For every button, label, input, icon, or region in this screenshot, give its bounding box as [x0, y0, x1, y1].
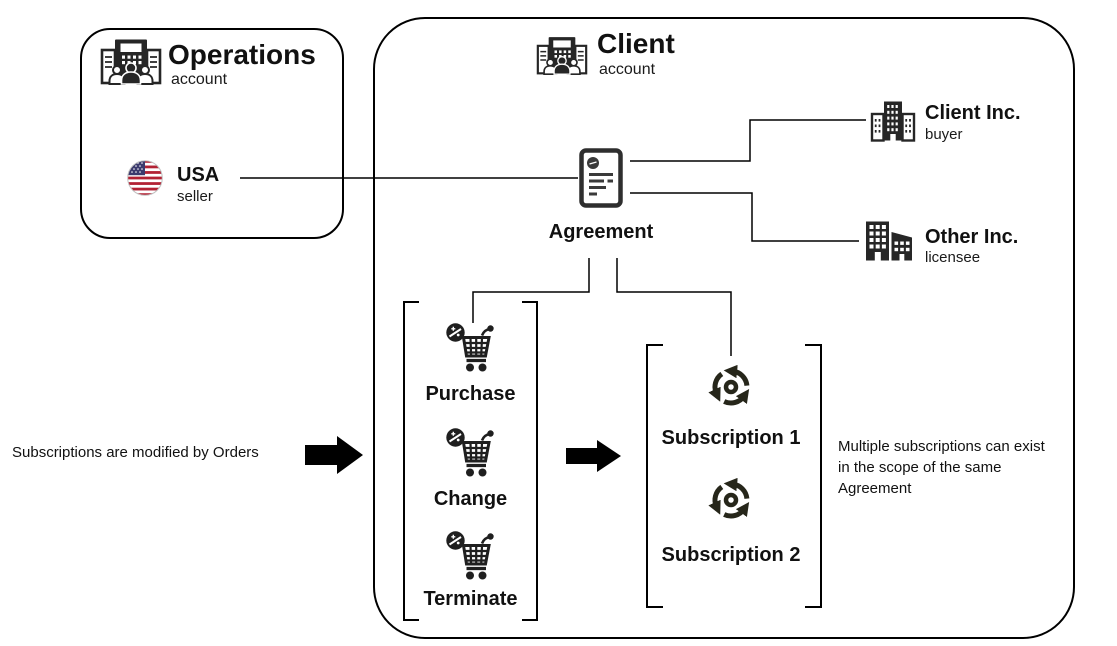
operations-account-subtitle: account — [171, 71, 228, 88]
order-change-label: Change — [433, 488, 508, 510]
order-terminate-label: Terminate — [423, 588, 518, 610]
client-inc-sublabel: buyer — [925, 126, 963, 143]
client-account-title: Client — [597, 28, 675, 59]
client-inc-label: Client Inc. — [925, 102, 1021, 124]
other-inc-sublabel: licensee — [925, 249, 981, 266]
circular-arrows-icon — [703, 472, 759, 528]
company-icon — [100, 37, 162, 91]
two-buildings-icon — [866, 221, 912, 261]
operations-account-title: Operations — [168, 39, 316, 70]
company-icon — [536, 35, 588, 80]
office-building-icon — [870, 101, 916, 142]
usa-sublabel: seller — [177, 188, 213, 205]
right-arrow-icon — [305, 436, 363, 474]
shopping-cart-discount-icon — [444, 322, 496, 374]
left-annotation: Subscriptions are modified by Orders — [12, 444, 259, 461]
right-annotation: Multiple subscriptions can exist in the … — [838, 438, 1045, 497]
subscription-1-label: Subscription 1 — [661, 427, 801, 449]
subscriptions-group: Subscription 1 Subscription 2 — [646, 345, 816, 607]
other-inc-label: Other Inc. — [925, 226, 1019, 248]
operations-account-box — [80, 28, 344, 239]
agreement-label: Agreement — [548, 221, 654, 243]
orders-group: Purchase Change Terminate — [400, 300, 541, 625]
order-purchase-label: Purchase — [425, 383, 516, 405]
usa-label: USA — [177, 164, 220, 186]
contract-document-icon — [579, 148, 623, 208]
client-account-subtitle: account — [599, 61, 656, 78]
circular-arrows-icon — [703, 359, 759, 415]
usa-flag-icon — [127, 160, 163, 196]
shopping-cart-discount-icon — [444, 530, 496, 582]
shopping-cart-discount-icon — [444, 427, 496, 479]
subscription-2-label: Subscription 2 — [661, 544, 801, 566]
client-account-box — [373, 17, 1075, 639]
